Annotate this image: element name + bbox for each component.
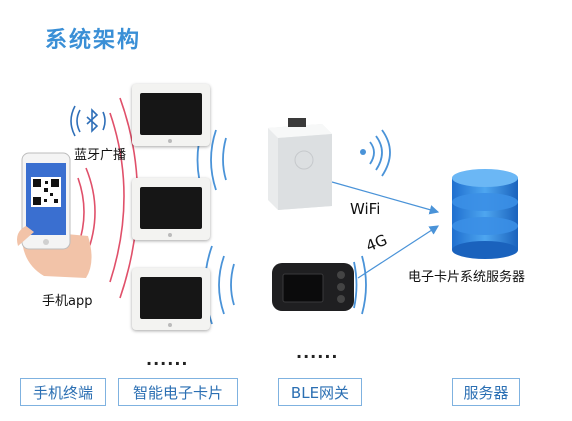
electronic-card — [132, 268, 210, 330]
bluetooth-icon — [70, 105, 106, 137]
database-icon — [452, 169, 518, 259]
4g-gateway-black — [272, 263, 354, 311]
category-server: 服务器 — [452, 378, 520, 406]
qr-code-icon — [33, 179, 59, 205]
wifi-arrow — [331, 181, 440, 215]
ble-gateway-white — [268, 118, 332, 210]
phone-icon — [17, 152, 92, 278]
wifi-label: WiFi — [350, 200, 381, 218]
electronic-card — [132, 178, 210, 240]
wifi-signal-icon — [360, 129, 391, 177]
page-title: 系统架构 — [45, 28, 142, 53]
server-system-label: 电子卡片系统服务器 — [408, 270, 526, 285]
bluetooth-broadcast-label: 蓝牙广播 — [74, 148, 127, 163]
electronic-card — [132, 84, 210, 146]
category-smart-card: 智能电子卡片 — [118, 378, 238, 406]
cards-ellipsis: ...... — [146, 350, 189, 369]
category-phone-terminal: 手机终端 — [20, 378, 106, 406]
category-ble-gateway: BLE网关 — [278, 378, 362, 406]
phone-app-label: 手机app — [42, 294, 93, 309]
4g-arrow — [357, 225, 440, 279]
gateways-ellipsis: ...... — [296, 343, 339, 362]
